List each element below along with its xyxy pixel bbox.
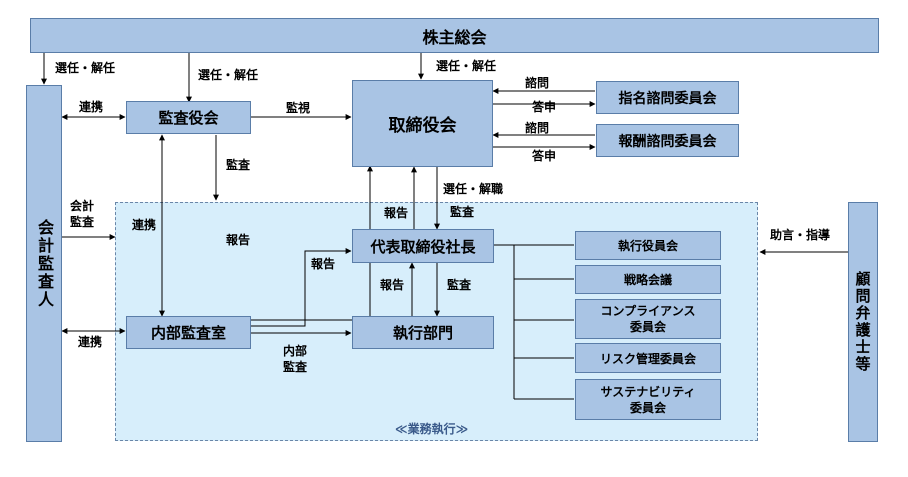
coop-label-2: 連携: [132, 218, 157, 232]
sustainability-committee-label: サステナビリティ 委員会: [600, 384, 696, 415]
business-execution-title: ≪業務執行≫: [395, 422, 469, 436]
internal-audit-label: 内部 監査: [283, 344, 308, 374]
executive-officers-box: 執行役員会: [575, 231, 721, 260]
risk-committee-label: リスク管理委員会: [599, 351, 696, 366]
compliance-committee-label: コンプライアンス 委員会: [600, 304, 696, 334]
advice-guidance-label: 助言・指導: [770, 228, 831, 242]
strategy-meeting-label: 戦略会議: [623, 273, 672, 287]
answer-label-2: 答申: [532, 149, 557, 163]
coop-label-1: 連携: [79, 100, 104, 114]
elect-dismiss-label-2: 選任・解任: [198, 68, 259, 82]
board-of-directors-box: 取締役会: [352, 80, 493, 167]
audit-board-label: 監査役会: [158, 109, 219, 127]
inquiry-label-2: 諮問: [525, 121, 550, 135]
audit-label-2: 監査: [450, 205, 475, 219]
legal-advisors-box: 顧問弁護士等: [848, 202, 878, 442]
report-label-1: 報告: [226, 233, 251, 247]
shareholders-meeting-label: 株主総会: [422, 27, 487, 47]
compensation-committee-label: 報酬諮問委員会: [618, 133, 717, 150]
audit-label-3: 監査: [447, 278, 472, 292]
accounting-audit-label: 会計 監査: [70, 199, 95, 229]
executive-officers-label: 執行役員会: [617, 239, 678, 253]
nomination-committee-box: 指名諮問委員会: [596, 81, 739, 114]
accounting-auditor-box: 会計監査人: [26, 85, 62, 442]
execution-division-label: 執行部門: [392, 324, 453, 342]
compensation-committee-box: 報酬諮問委員会: [596, 124, 739, 157]
shareholders-meeting-box: 株主総会: [30, 18, 879, 53]
nomination-committee-label: 指名諮問委員会: [618, 90, 717, 107]
coop-label-3: 連携: [78, 335, 103, 349]
risk-committee-box: リスク管理委員会: [575, 343, 721, 373]
report-label-3: 報告: [311, 257, 336, 271]
compliance-committee-box: コンプライアンス 委員会: [575, 299, 721, 339]
sustainability-committee-box: サステナビリティ 委員会: [575, 379, 721, 420]
elect-dismiss-label-3: 選任・解任: [436, 59, 497, 73]
accounting-auditor-label: 会計監査人: [35, 218, 54, 309]
elect-dismiss-label-1: 選任・解任: [55, 61, 116, 75]
legal-advisors-label: 顧問弁護士等: [853, 271, 872, 373]
report-label-4: 報告: [380, 278, 405, 292]
audit-label-1: 監査: [226, 158, 251, 172]
inquiry-label-1: 諮問: [525, 76, 550, 90]
oversight-label: 監視: [286, 101, 311, 115]
internal-audit-office-label: 内部監査室: [150, 324, 226, 342]
strategy-meeting-box: 戦略会議: [575, 265, 721, 294]
arrow-report-internal-president: [251, 248, 352, 327]
president-box: 代表取締役社長: [352, 229, 494, 263]
report-label-2: 報告: [384, 206, 409, 220]
board-of-directors-label: 取締役会: [388, 116, 457, 136]
execution-division-box: 執行部門: [352, 316, 494, 349]
audit-board-box: 監査役会: [126, 101, 251, 134]
president-label: 代表取締役社長: [370, 237, 476, 256]
internal-audit-office-box: 内部監査室: [126, 316, 251, 349]
answer-label-1: 答申: [532, 100, 557, 114]
appoint-dismiss-label: 選任・解職: [443, 182, 504, 196]
